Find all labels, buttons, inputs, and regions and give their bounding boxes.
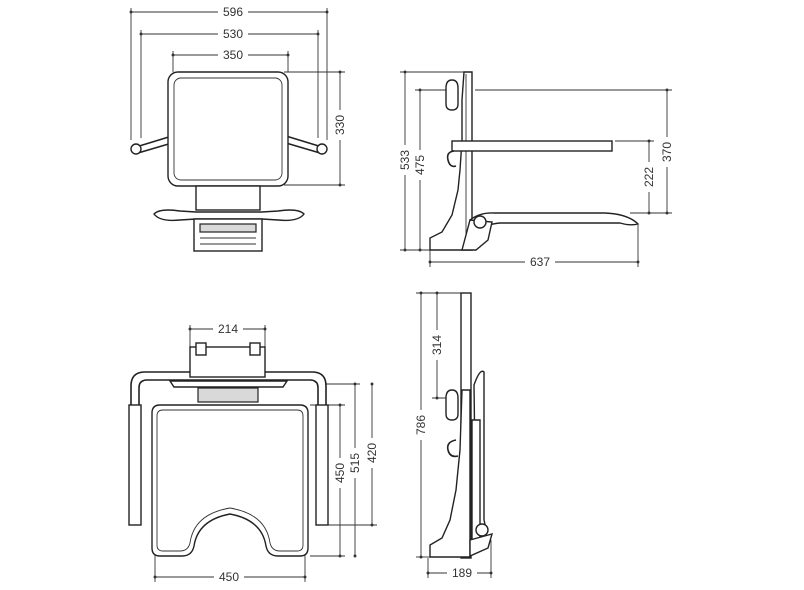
left-rail	[135, 135, 173, 148]
front-view: 596 530 350 330	[129, 4, 347, 252]
left-rail-cap	[130, 143, 142, 155]
dim-upper-section: 314	[430, 291, 450, 400]
dim-rail-height: 370	[475, 88, 674, 215]
right-leg	[315, 404, 329, 526]
dim-backrest-width: 350	[171, 48, 290, 72]
dim-rail-depth: 515	[325, 382, 362, 558]
dim-label: 370	[660, 142, 674, 162]
hook	[445, 79, 459, 111]
dim-label: 450	[333, 463, 347, 483]
dim-overall-width: 596	[129, 4, 329, 140]
dim-label: 596	[223, 5, 243, 19]
folded-wall-plate	[429, 389, 471, 558]
dim-overall-depth: 420	[325, 382, 379, 527]
dim-label: 214	[218, 322, 238, 336]
dim-label: 533	[398, 150, 412, 170]
dim-label: 450	[219, 570, 239, 584]
side-rail	[451, 140, 613, 152]
right-rail	[285, 135, 323, 148]
dim-label: 786	[414, 415, 428, 435]
dim-rail-width: 530	[139, 27, 320, 138]
folded-view: 786 314 189	[414, 291, 494, 580]
dim-label: 475	[413, 155, 427, 175]
folded-hook	[445, 389, 459, 421]
backrest-cushion	[167, 71, 289, 187]
dim-label: 350	[223, 48, 243, 62]
dim-label: 420	[365, 443, 379, 463]
dim-label: 515	[348, 453, 362, 473]
dim-label: 637	[530, 255, 550, 269]
dim-seat-width: 450	[153, 555, 307, 584]
seat-plan	[151, 404, 309, 557]
seat-front	[153, 209, 305, 222]
right-rail-cap	[316, 143, 328, 155]
dim-folded-depth: 189	[426, 540, 493, 580]
top-view: 214 450 450 515 42	[128, 322, 379, 584]
dim-depth: 637	[428, 225, 640, 269]
dim-label: 314	[430, 335, 444, 355]
seat-side	[469, 212, 640, 234]
side-view: 533 475 637 370 22	[398, 70, 674, 269]
dim-backrest-height: 330	[284, 70, 347, 187]
wall-bracket	[195, 185, 261, 211]
dim-total-height: 533	[398, 70, 470, 252]
dim-label: 330	[333, 115, 347, 135]
dim-label: 189	[452, 566, 472, 580]
dim-seat-depth: 450	[310, 403, 347, 558]
dim-label: 222	[642, 167, 656, 187]
dim-seat-gap: 222	[615, 139, 656, 215]
dim-label: 530	[223, 27, 243, 41]
left-leg	[128, 404, 142, 526]
dim-bracket-width: 214	[188, 322, 267, 350]
dim-mount-height: 475	[413, 88, 450, 252]
